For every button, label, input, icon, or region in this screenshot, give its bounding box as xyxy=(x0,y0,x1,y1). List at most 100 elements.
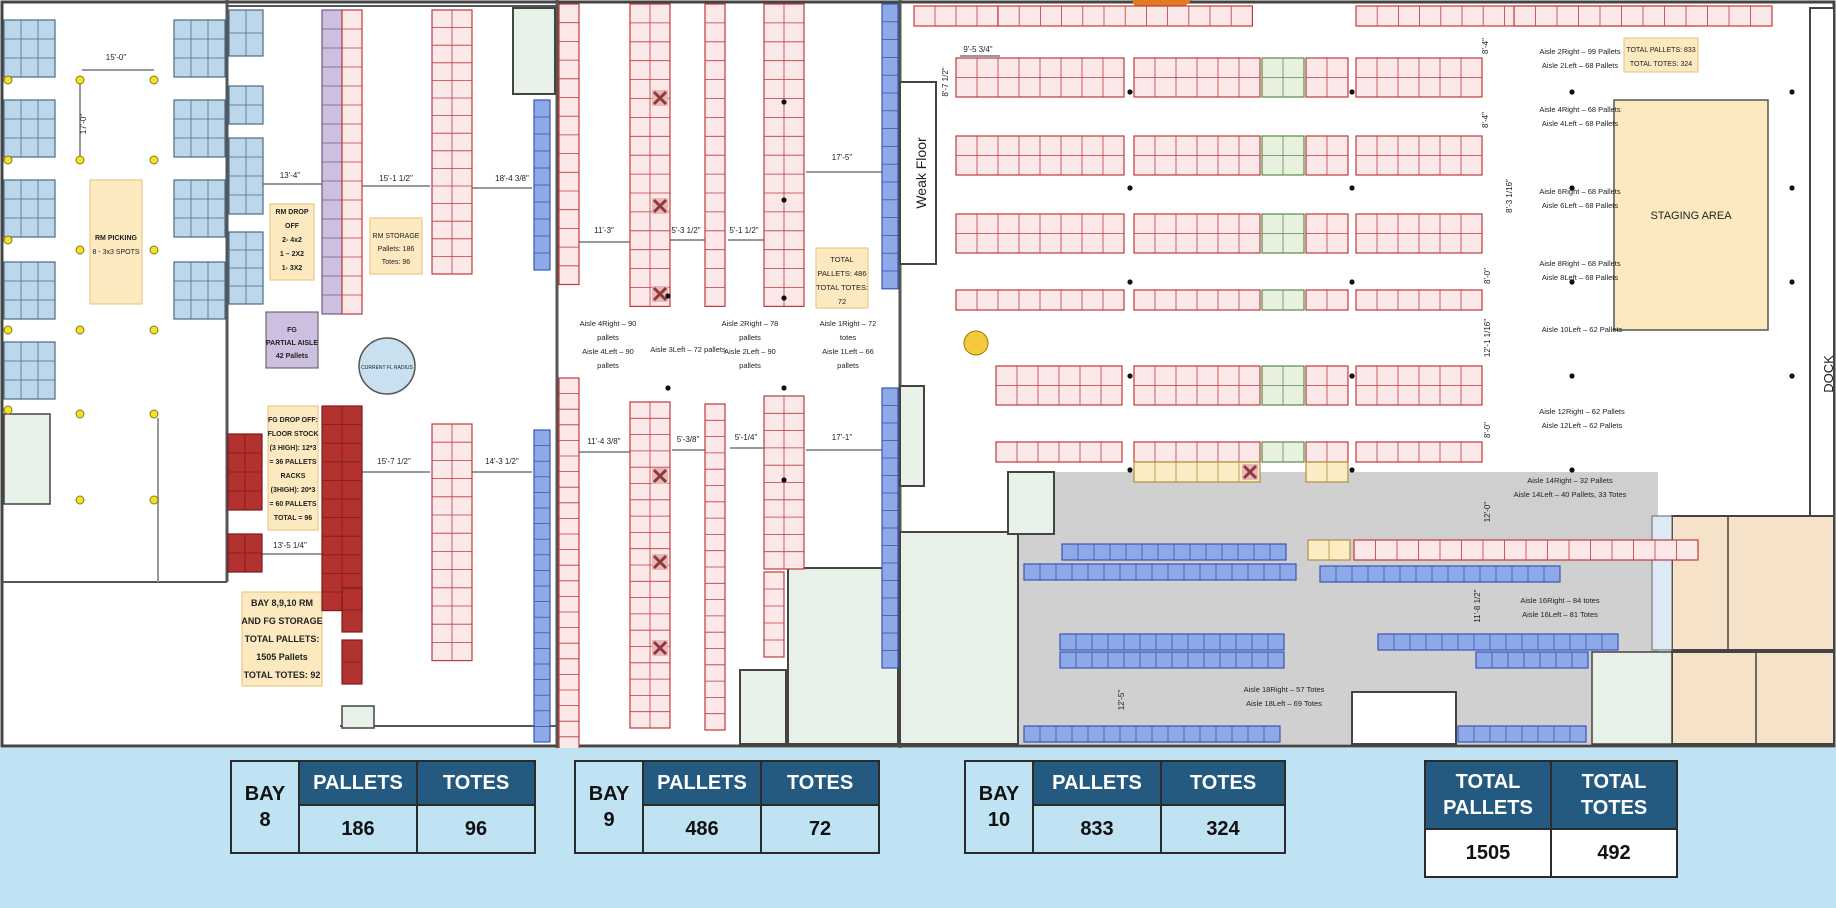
note-line: pallets xyxy=(597,333,619,342)
dimension-label: 8'-4" xyxy=(1481,112,1490,128)
forklift-radius-label: CURRENT FL RADIUS xyxy=(361,365,413,371)
rack xyxy=(629,3,671,307)
office-room xyxy=(1671,651,1835,745)
staging-area-label: STAGING AREA xyxy=(1650,210,1732,222)
note-line: RM STORAGE xyxy=(373,233,420,240)
totes-header: TOTES xyxy=(416,760,536,806)
rm-pick-block xyxy=(3,261,56,320)
note-line: Totes: 96 xyxy=(382,259,411,266)
rack xyxy=(1133,57,1261,98)
total-pallets-header: TOTAL PALLETS xyxy=(1424,760,1552,830)
rm-pick-block xyxy=(228,9,264,57)
dimension-label: 12'-1 1/16" xyxy=(1483,319,1492,357)
rack xyxy=(1133,135,1261,176)
header-line: PALLETS xyxy=(1443,797,1533,819)
dimension-label: 17'-5" xyxy=(832,153,853,162)
tote-rack xyxy=(1377,633,1619,651)
tote-rack xyxy=(881,387,899,669)
rack xyxy=(1355,213,1483,254)
rack xyxy=(763,571,785,658)
header-line: TOTAL xyxy=(1455,771,1521,793)
room-green xyxy=(899,531,1019,745)
rack-green xyxy=(1261,57,1305,98)
aisle-label: Aisle 18Right – 57 Totes xyxy=(1244,685,1325,694)
dimension-label: 18'-4 3/8" xyxy=(495,174,529,183)
dimension-label: 8'-7 1/2" xyxy=(941,67,950,96)
x-marker-icon xyxy=(652,640,668,656)
column-dot xyxy=(1349,467,1355,473)
note-line: Aisle 1Left – 66 xyxy=(822,347,874,356)
aisle-label: Aisle 14Left – 40 Pallets, 33 Totes xyxy=(1514,490,1627,499)
column-dot xyxy=(781,99,787,105)
rack xyxy=(955,289,1125,311)
rack xyxy=(431,9,473,275)
note-line: pallets xyxy=(739,333,761,342)
x-marker-icon xyxy=(652,286,668,302)
column-marker xyxy=(149,245,159,255)
dimension-label: 14'-3 1/2" xyxy=(485,457,519,466)
rack xyxy=(995,365,1123,406)
rm-pick-block xyxy=(173,261,226,320)
column-dot xyxy=(1789,279,1795,285)
tote-rack xyxy=(1061,543,1287,561)
total-totes-value: 492 xyxy=(1550,828,1678,878)
note-line: (3HIGH): 20*3 xyxy=(271,487,316,494)
dock-label: DOCK xyxy=(1821,355,1836,393)
aisle-label: Aisle 12Right – 62 Pallets xyxy=(1539,407,1625,416)
note-line: TOTAL TOTES: xyxy=(816,283,868,292)
pallets-value: 833 xyxy=(1032,804,1162,854)
dimension-label: 8'-3 1/16" xyxy=(1505,179,1514,213)
note-line: BAY 8,9,10 RM xyxy=(251,598,313,608)
room-green xyxy=(1591,651,1673,745)
rack-grid-layer xyxy=(3,3,1795,748)
totes-value: 96 xyxy=(416,804,536,854)
rack xyxy=(1355,441,1483,463)
room-white xyxy=(1351,691,1457,745)
rm-pick-block xyxy=(228,85,264,125)
aisle-label: Aisle 4Left – 68 Pallets xyxy=(1542,119,1619,128)
totes-header: TOTES xyxy=(760,760,880,806)
tote-rack xyxy=(1023,563,1297,581)
note-line: PARTIAL AISLE xyxy=(266,340,318,347)
room-green xyxy=(739,669,787,745)
column-dot xyxy=(1789,89,1795,95)
dimension-label: 12'-0" xyxy=(1483,502,1492,523)
rack xyxy=(955,135,1125,176)
column-marker xyxy=(149,495,159,505)
totes-value: 324 xyxy=(1160,804,1286,854)
weak-floor-area xyxy=(899,81,937,265)
note-line: RACKS xyxy=(281,473,306,480)
aisle-label: Aisle 6Left – 68 Pallets xyxy=(1542,201,1619,210)
total-pallets-value: 1505 xyxy=(1424,828,1552,878)
rack-green xyxy=(1261,135,1305,176)
dimension-label: 5'-1 1/2" xyxy=(729,226,758,235)
rm-pick-block xyxy=(3,19,56,78)
rack xyxy=(1355,289,1483,311)
x-marker-icon xyxy=(652,198,668,214)
dimension-label: 9'-5 3/4" xyxy=(963,45,992,54)
column-dot xyxy=(1569,467,1575,473)
fg-dark-rack xyxy=(321,405,363,612)
column-dot xyxy=(1349,279,1355,285)
dimension-label: 12'-5" xyxy=(1117,690,1126,711)
column-dot xyxy=(1127,185,1133,191)
rack xyxy=(1305,57,1349,98)
note-line: FG DROP OFF: xyxy=(268,417,318,424)
rm-pick-block xyxy=(3,179,56,238)
column-dot xyxy=(1789,373,1795,379)
note-line: = 60 PALLETS xyxy=(269,501,316,508)
rack-yellow xyxy=(1133,461,1261,483)
rack xyxy=(341,9,363,315)
column-marker xyxy=(75,409,85,419)
rack xyxy=(1133,441,1261,463)
rack xyxy=(763,3,805,307)
fg-dark-rack xyxy=(227,533,263,573)
pallets-header: PALLETS xyxy=(1032,760,1162,806)
note-line: OFF xyxy=(285,223,300,230)
rack xyxy=(955,57,1125,98)
